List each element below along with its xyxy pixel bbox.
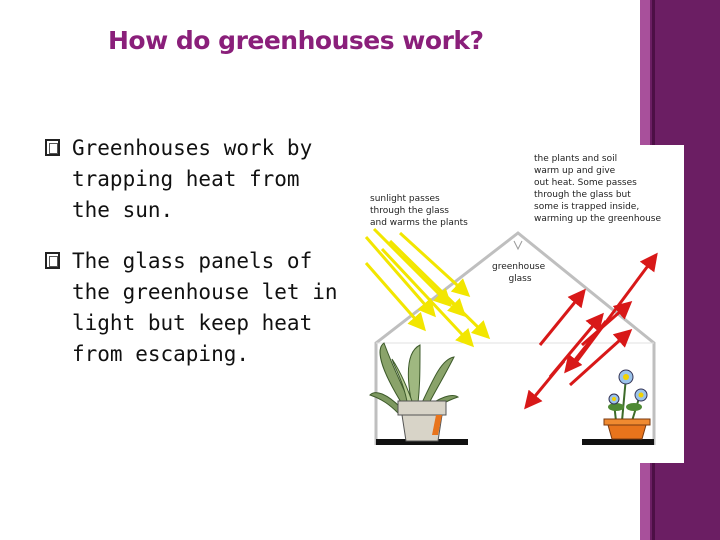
heat-arrows (524, 252, 658, 410)
bullet-item: Greenhouses work by trapping heat from t… (45, 133, 346, 226)
greenhouse-frame (374, 231, 656, 445)
left-bench (376, 439, 468, 445)
left-potted-plant (369, 342, 460, 442)
bullet-box-icon (45, 252, 60, 269)
bullet-text: Greenhouses work by trapping heat from t… (72, 136, 313, 222)
bullet-list: Greenhouses work by trapping heat from t… (45, 133, 346, 390)
flower-icon (618, 369, 634, 385)
sunlight-label: sunlight passes through the glass and wa… (370, 194, 468, 228)
greenhouse-glass-label: greenhouse glass (492, 262, 548, 284)
flower-icon (608, 393, 620, 405)
left-pot (401, 414, 443, 442)
sunlight-arrows (364, 227, 491, 348)
right-pot (607, 424, 647, 440)
slide-title: How do greenhouses work? (108, 26, 484, 55)
plants-heat-label: the plants and soil warm up and give out… (534, 154, 661, 224)
glass-pointer-icon (513, 240, 523, 251)
greenhouse-diagram: sunlight passes through the glass and wa… (364, 145, 684, 463)
right-bench (582, 439, 654, 445)
bullet-box-icon (45, 139, 60, 156)
bullet-item: The glass panels of the greenhouse let i… (45, 246, 346, 370)
right-potted-flowers (603, 369, 651, 440)
greenhouse-diagram-svg: sunlight passes through the glass and wa… (364, 154, 661, 445)
flower-icon (634, 388, 648, 402)
bullet-text: The glass panels of the greenhouse let i… (72, 249, 338, 366)
